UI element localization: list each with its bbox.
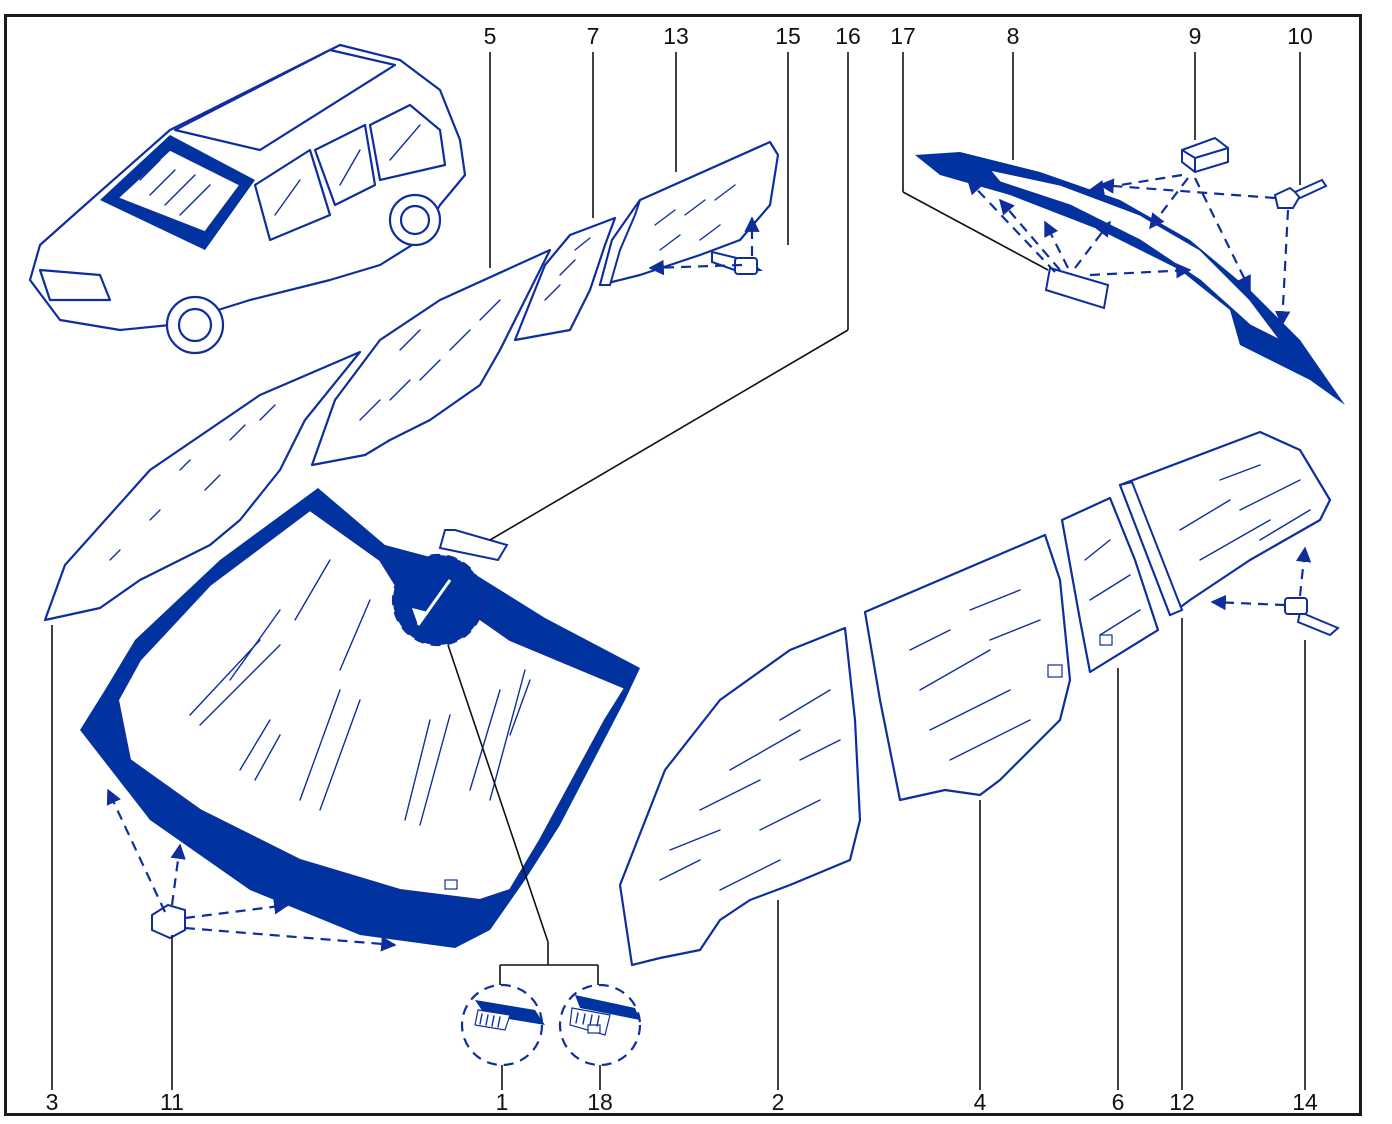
callout-4: 4 <box>974 1089 987 1115</box>
car-illustration <box>28 43 467 355</box>
clip-part-15 <box>648 216 763 276</box>
detail-circle-1 <box>460 983 545 1067</box>
glass-part-6 <box>1060 496 1160 674</box>
glass-part-13 <box>598 140 780 287</box>
callout-7: 7 <box>587 23 600 49</box>
clip-part-14 <box>1210 546 1340 637</box>
callout-8: 8 <box>1007 23 1020 49</box>
rear-screen-part-8 <box>915 152 1345 405</box>
glass-part-2 <box>618 626 862 967</box>
detail-circle-18 <box>558 983 642 1067</box>
callout-16: 16 <box>835 23 861 49</box>
callout-17: 17 <box>890 23 916 49</box>
diagram-frame <box>4 14 1362 1116</box>
callout-5: 5 <box>484 23 497 49</box>
callout-numbers: 5 7 13 15 16 17 8 9 10 3 11 1 18 2 4 6 1… <box>46 23 1318 1115</box>
callout-9: 9 <box>1189 23 1202 49</box>
callout-18: 18 <box>587 1089 613 1115</box>
callout-6: 6 <box>1112 1089 1125 1115</box>
glass-part-4 <box>863 533 1072 802</box>
sticker-part-17 <box>966 178 1192 310</box>
glass-part-7 <box>513 216 617 342</box>
leader-lines <box>51 52 1306 1090</box>
sticker-part-16 <box>438 529 509 562</box>
glass-part-12 <box>1118 430 1332 617</box>
callout-14: 14 <box>1292 1089 1318 1115</box>
callout-10: 10 <box>1287 23 1313 49</box>
callout-11: 11 <box>160 1089 184 1115</box>
clip-part-10 <box>1098 178 1328 327</box>
callout-12: 12 <box>1169 1089 1195 1115</box>
clip-part-11 <box>106 788 397 952</box>
callout-1: 1 <box>496 1089 509 1115</box>
callout-13: 13 <box>663 23 689 49</box>
windscreen <box>80 488 640 948</box>
glass-part-3 <box>43 350 362 622</box>
callout-2: 2 <box>772 1089 785 1115</box>
glass-part-5 <box>310 248 552 467</box>
callout-3: 3 <box>46 1089 59 1115</box>
callout-15: 15 <box>775 23 801 49</box>
